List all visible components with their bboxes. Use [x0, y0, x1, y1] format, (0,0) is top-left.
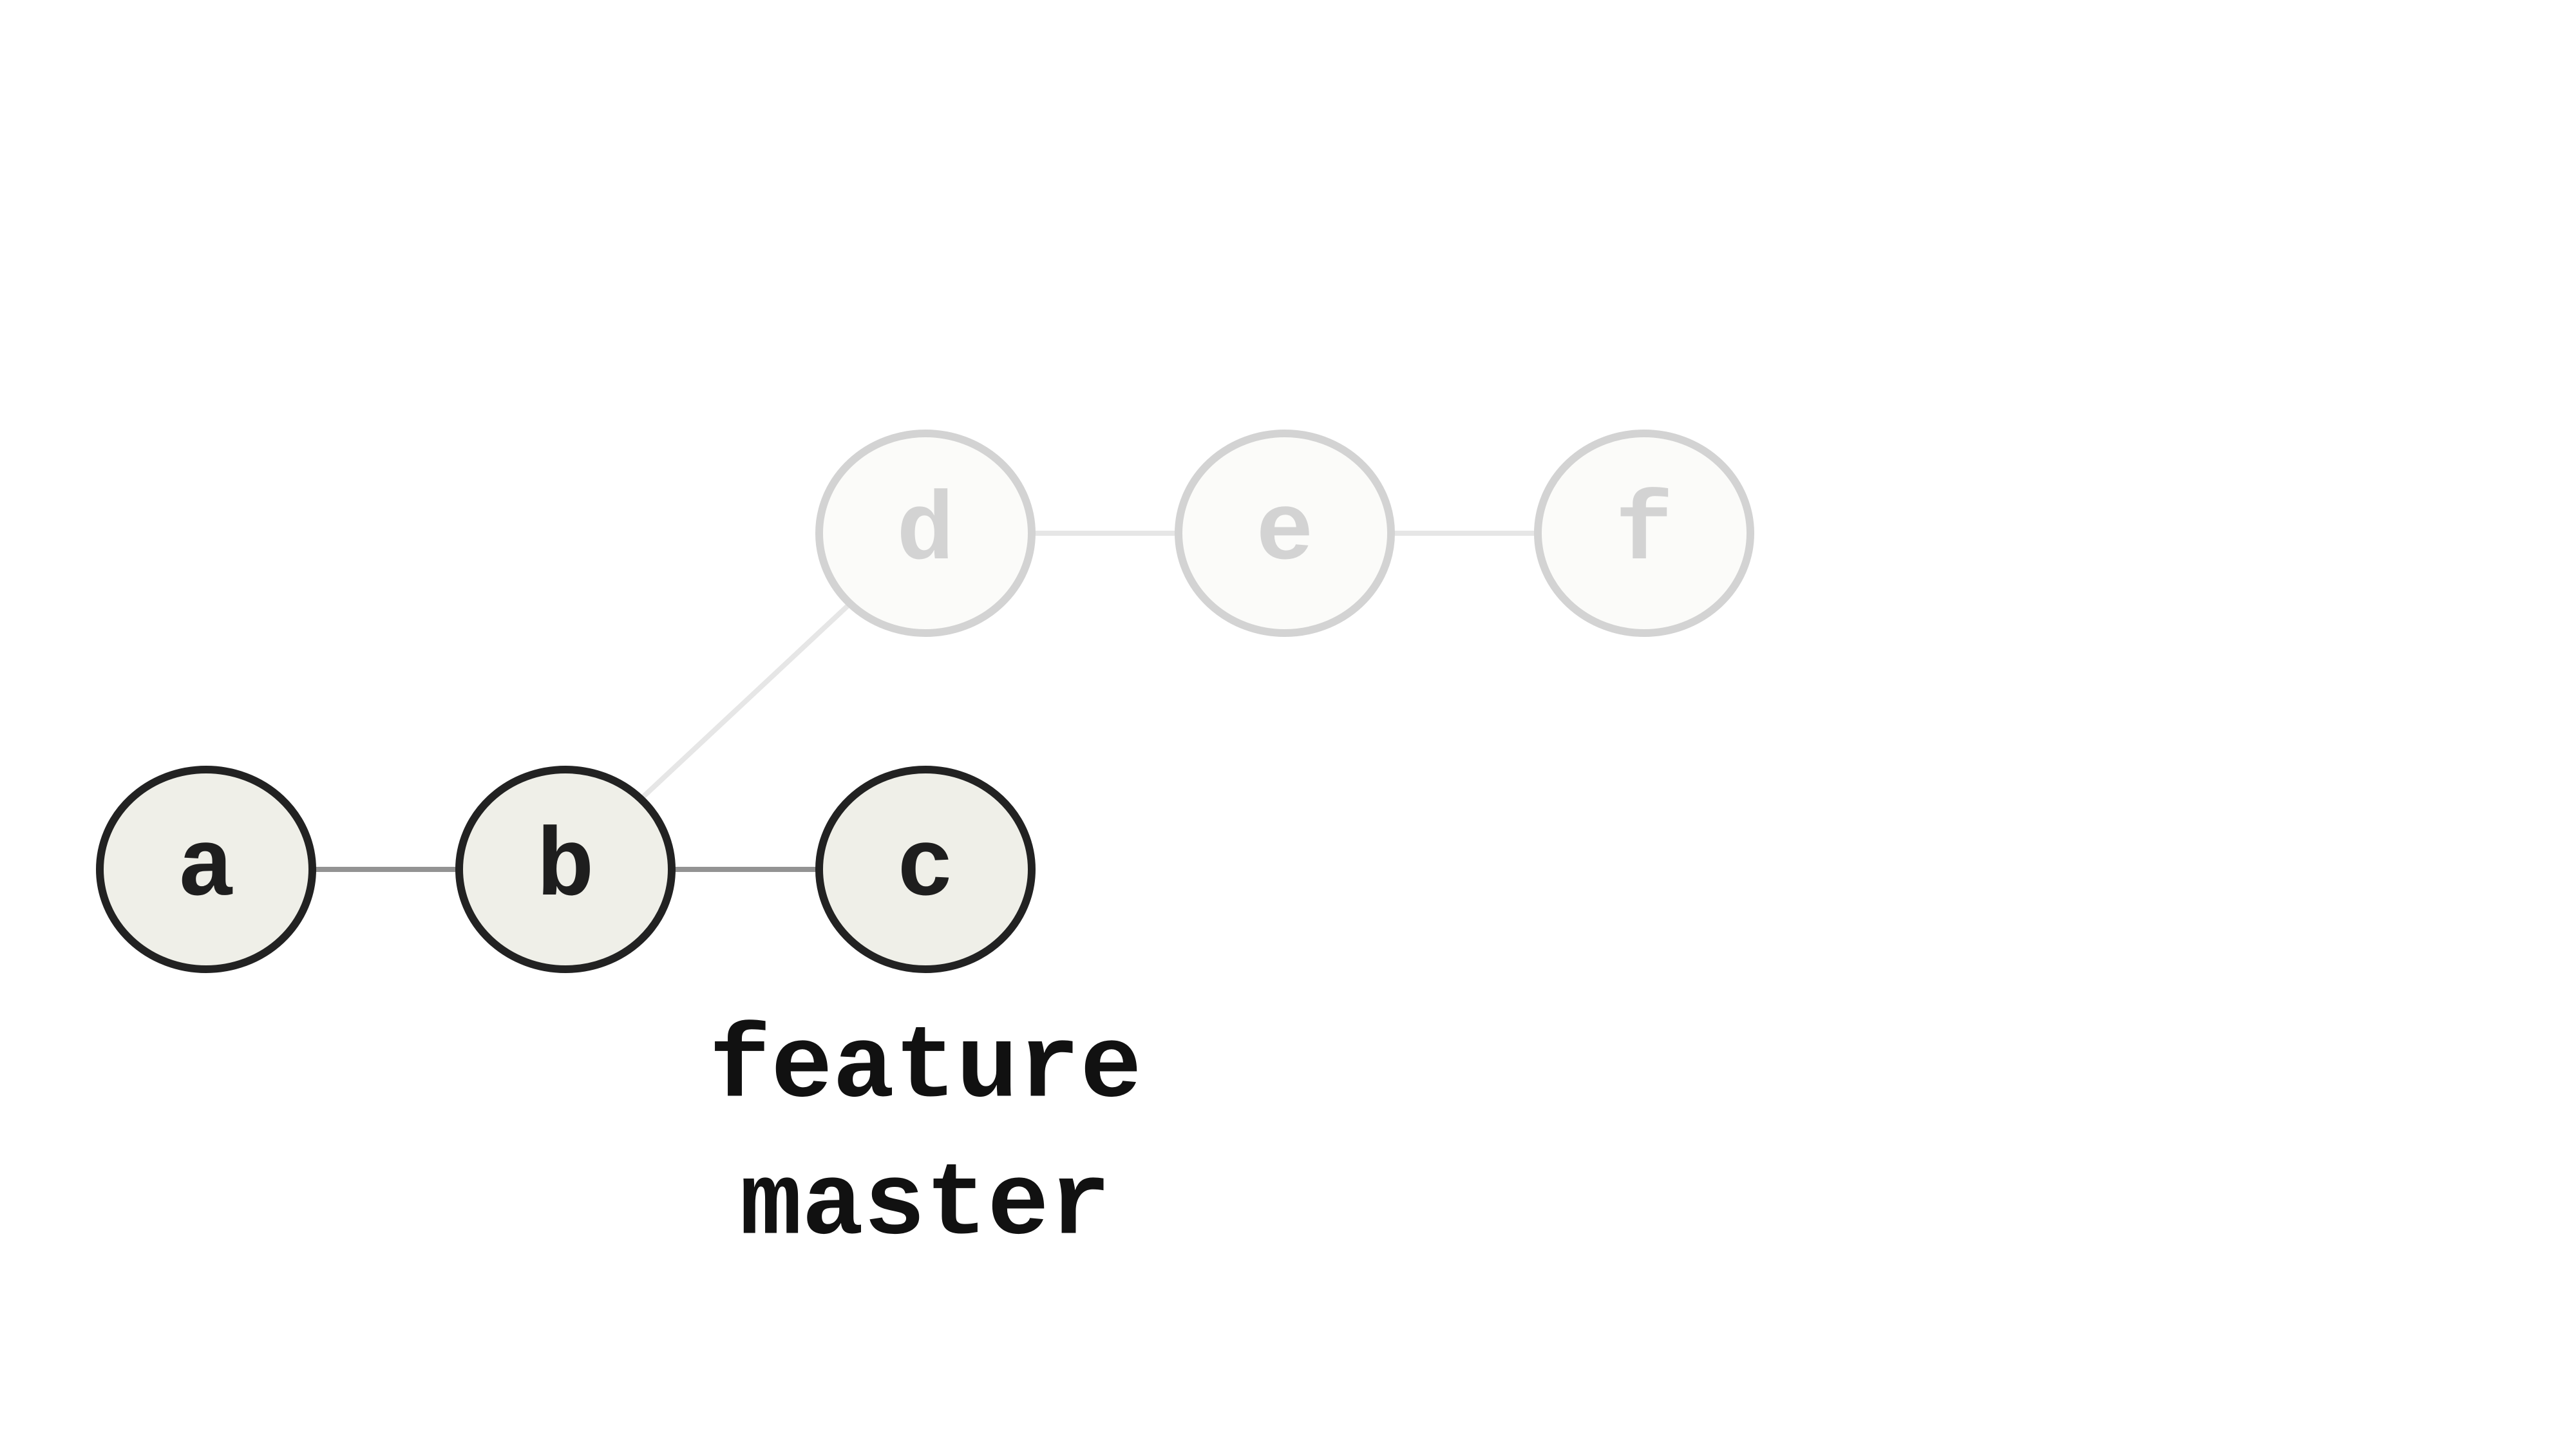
branch-labels-layer: feature master — [709, 1011, 1142, 1265]
commit-label-c: c — [896, 815, 954, 924]
nodes-layer: a b c d e f — [96, 430, 1754, 973]
commit-circle-a — [96, 766, 316, 973]
commit-circle-b — [455, 766, 676, 973]
commit-node-b: b — [455, 766, 676, 973]
commit-label-b: b — [536, 815, 594, 924]
commit-node-c: c — [815, 766, 1036, 973]
edges-layer — [312, 531, 1538, 872]
branch-label-feature: feature — [709, 1011, 1142, 1128]
commit-label-a: a — [177, 815, 235, 924]
commit-node-e: e — [1175, 430, 1395, 637]
edge-b-d — [639, 601, 852, 801]
commit-node-d: d — [815, 430, 1036, 637]
commit-circle-f — [1534, 430, 1754, 637]
branch-label-master: master — [740, 1148, 1111, 1265]
commit-label-f: f — [1615, 478, 1673, 588]
commit-circle-e — [1175, 430, 1395, 637]
commit-circle-d — [815, 430, 1036, 637]
commit-label-d: d — [896, 478, 954, 588]
commit-node-f: f — [1534, 430, 1754, 637]
commit-node-a: a — [96, 766, 316, 973]
commit-label-e: e — [1256, 478, 1314, 588]
commit-circle-c — [815, 766, 1036, 973]
